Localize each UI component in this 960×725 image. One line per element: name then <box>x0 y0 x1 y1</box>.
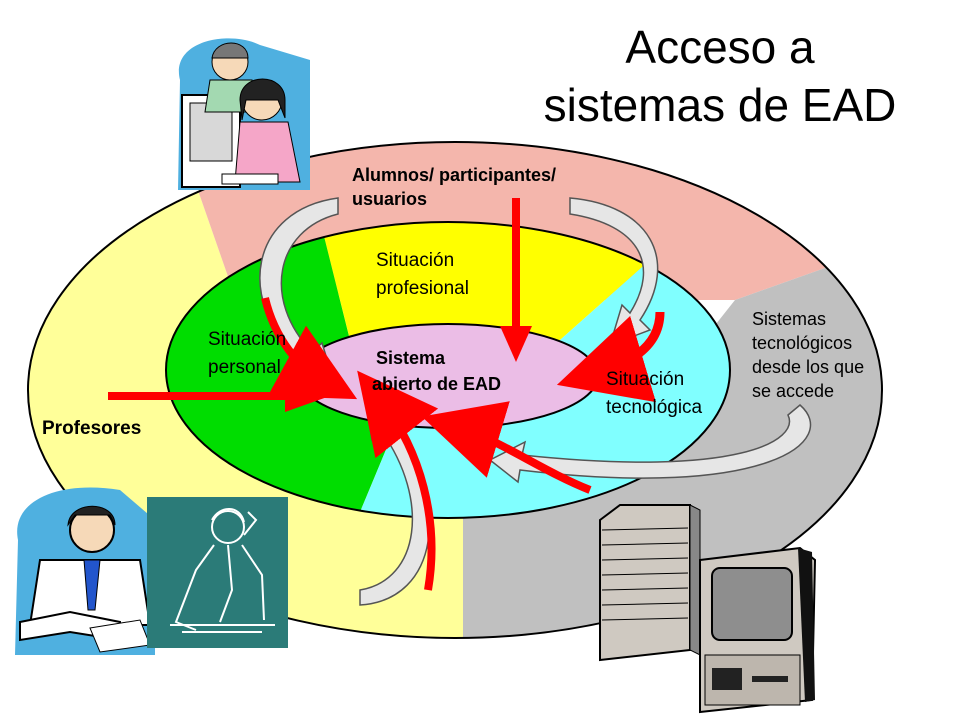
red-arrow-curve-tecnologica <box>556 311 665 403</box>
label-sistemas-line1: Sistemas <box>752 309 826 329</box>
label-tecnologica-line1: Situación <box>606 369 684 390</box>
slide-title: Acceso a sistemas de EAD <box>500 18 940 134</box>
red-arrow-curve-bottom <box>357 370 439 591</box>
label-personal-line1: Situación <box>208 329 286 350</box>
thinking-man-sketch <box>147 497 288 648</box>
label-sistemas-line3: desde los que <box>752 357 864 377</box>
red-arrows <box>108 198 665 591</box>
red-arrow-curve-bottom-right <box>421 401 592 494</box>
slide-title-line2: sistemas de EAD <box>543 79 897 131</box>
students-at-computer-clipart <box>178 38 310 190</box>
label-alumnos-line2: usuarios <box>352 189 427 209</box>
label-personal-line2: personal <box>208 357 281 378</box>
red-arrow-curve-personal <box>261 297 358 400</box>
red-arrow-down <box>500 198 532 362</box>
label-sistemas-line2: tecnológicos <box>752 333 852 353</box>
label-profesores: Profesores <box>42 418 141 439</box>
label-tecnologica-line2: tecnológica <box>606 397 703 418</box>
outer-ring-border <box>27 141 883 639</box>
desktop-computer-clipart <box>599 504 817 714</box>
label-profesional-line1: Situación <box>376 250 454 271</box>
inner-ring-border <box>165 221 731 519</box>
label-center-line1: Sistema <box>376 348 446 368</box>
teacher-reading-clipart <box>15 487 155 655</box>
slide-title-line1: Acceso a <box>625 21 815 73</box>
label-center-line2: abierto de EAD <box>372 374 501 394</box>
label-alumnos-line1: Alumnos/ participantes/ <box>352 165 556 185</box>
label-sistemas-line4: se accede <box>752 381 834 401</box>
label-profesional-line2: profesional <box>376 278 469 299</box>
